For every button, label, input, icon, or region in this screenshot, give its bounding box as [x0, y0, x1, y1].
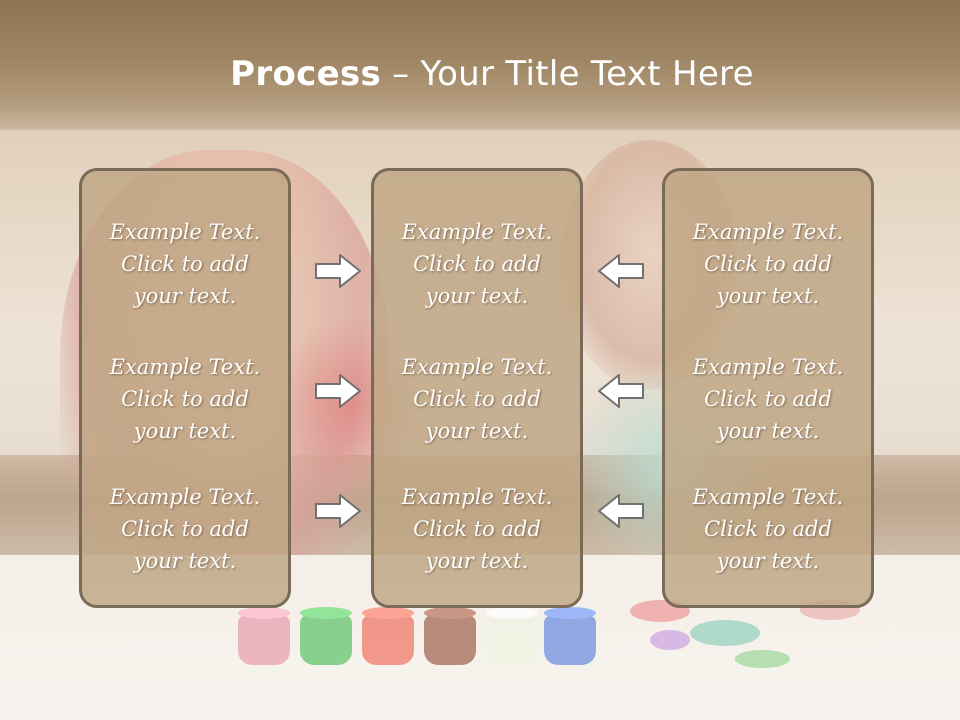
arrow-right-icon: [315, 494, 361, 528]
text-line: Example Text.: [401, 355, 553, 379]
text-line: Click to add: [413, 387, 541, 411]
text-block[interactable]: Example Text. Click to add your text.: [665, 351, 871, 447]
arrow-right-icon: [315, 374, 361, 408]
text-line: Click to add: [413, 517, 541, 541]
text-line: your text.: [716, 419, 820, 443]
text-block[interactable]: Example Text. Click to add your text.: [82, 351, 288, 447]
text-line: Example Text.: [692, 220, 844, 244]
text-line: Example Text.: [109, 355, 261, 379]
text-line: Click to add: [704, 252, 832, 276]
process-box-right[interactable]: Example Text. Click to add your text. Ex…: [662, 168, 874, 608]
text-line: your text.: [716, 549, 820, 573]
text-line: your text.: [133, 419, 237, 443]
arrow-right-icon: [315, 254, 361, 288]
text-line: Example Text.: [109, 220, 261, 244]
text-line: your text.: [425, 549, 529, 573]
arrow-left-icon: [598, 254, 644, 288]
text-line: Click to add: [704, 517, 832, 541]
slide-title[interactable]: Process – Your Title Text Here: [0, 54, 960, 94]
text-block[interactable]: Example Text. Click to add your text.: [374, 481, 580, 577]
arrow-left-icon: [598, 494, 644, 528]
text-line: your text.: [133, 549, 237, 573]
text-line: Click to add: [121, 252, 249, 276]
text-line: your text.: [425, 419, 529, 443]
text-line: Click to add: [704, 387, 832, 411]
slide-title-bold: Process: [230, 54, 382, 94]
process-box-left[interactable]: Example Text. Click to add your text. Ex…: [79, 168, 291, 608]
text-line: Example Text.: [401, 485, 553, 509]
text-line: Click to add: [121, 387, 249, 411]
text-line: your text.: [716, 284, 820, 308]
text-line: Click to add: [121, 517, 249, 541]
text-line: Example Text.: [109, 485, 261, 509]
text-block[interactable]: Example Text. Click to add your text.: [82, 481, 288, 577]
text-block[interactable]: Example Text. Click to add your text.: [665, 481, 871, 577]
text-line: Example Text.: [692, 485, 844, 509]
text-block[interactable]: Example Text. Click to add your text.: [82, 216, 288, 312]
slide-title-rest: – Your Title Text Here: [381, 54, 754, 94]
text-line: Example Text.: [401, 220, 553, 244]
text-line: your text.: [425, 284, 529, 308]
text-block[interactable]: Example Text. Click to add your text.: [374, 216, 580, 312]
text-block[interactable]: Example Text. Click to add your text.: [374, 351, 580, 447]
arrow-left-icon: [598, 374, 644, 408]
text-line: Example Text.: [692, 355, 844, 379]
text-line: your text.: [133, 284, 237, 308]
text-line: Click to add: [413, 252, 541, 276]
process-box-center[interactable]: Example Text. Click to add your text. Ex…: [371, 168, 583, 608]
text-block[interactable]: Example Text. Click to add your text.: [665, 216, 871, 312]
title-band: [0, 0, 960, 130]
